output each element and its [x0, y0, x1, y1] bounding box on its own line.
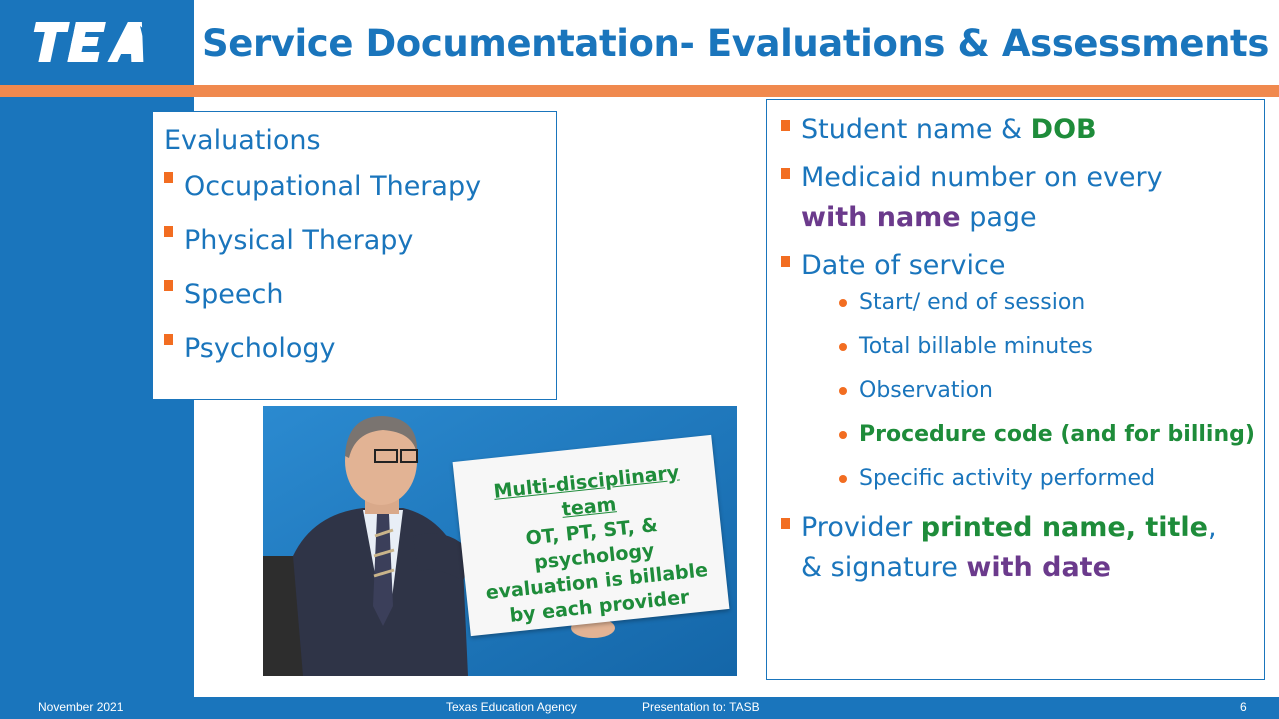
list-item: Date of service Start/ end of session To… [781, 246, 1264, 494]
list-item: Student name & DOB [781, 110, 1264, 150]
evaluations-list: Occupational Therapy Physical Therapy Sp… [164, 160, 556, 376]
sub-list-item: Specific activity performed [801, 464, 1264, 494]
round-bullet-icon [839, 387, 847, 395]
sign-board: Multi-disciplinary team OT, PT, ST, & ps… [452, 434, 730, 637]
slide-title: Service Documentation- Evaluations & Ass… [202, 22, 1269, 65]
footer-page-number: 6 [1240, 700, 1247, 714]
list-item: Psychology [164, 322, 556, 376]
tea-logo [16, 12, 186, 72]
evaluations-box: Evaluations Occupational Therapy Physica… [152, 111, 557, 400]
square-bullet-icon [781, 168, 790, 179]
round-bullet-icon [839, 299, 847, 307]
header-area [194, 0, 1279, 85]
list-item: Occupational Therapy [164, 160, 556, 214]
square-bullet-icon [164, 334, 173, 345]
evaluations-heading: Evaluations [164, 125, 321, 156]
sub-list-item: Observation [801, 376, 1264, 406]
requirements-list: Student name & DOB Medicaid number on ev… [781, 110, 1264, 588]
footer-org: Texas Education Agency [446, 700, 577, 714]
square-bullet-icon [164, 172, 173, 183]
square-bullet-icon [781, 120, 790, 131]
list-item: Physical Therapy [164, 214, 556, 268]
sub-list-item: Start/ end of session [801, 288, 1264, 318]
round-bullet-icon [839, 343, 847, 351]
presenter-photo: Multi-disciplinary team OT, PT, ST, & ps… [263, 406, 737, 676]
round-bullet-icon [839, 475, 847, 483]
sign-text: Multi-disciplinary team OT, PT, ST, & ps… [473, 458, 713, 631]
requirements-box: Student name & DOB Medicaid number on ev… [766, 99, 1265, 680]
list-item: Speech [164, 268, 556, 322]
square-bullet-icon [781, 256, 790, 267]
list-item: Provider printed name, title,& signature… [781, 508, 1264, 588]
footer-presentation: Presentation to: TASB [642, 700, 760, 714]
square-bullet-icon [164, 280, 173, 291]
sub-list-item: Procedure code (and for billing) [801, 420, 1264, 450]
orange-divider [0, 85, 1279, 97]
square-bullet-icon [164, 226, 173, 237]
sub-list: Start/ end of session Total billable min… [801, 288, 1264, 494]
sign-body: OT, PT, ST, & psychology evaluation is b… [484, 514, 709, 627]
square-bullet-icon [781, 518, 790, 529]
sub-list-item: Total billable minutes [801, 332, 1264, 362]
footer-date: November 2021 [38, 700, 124, 714]
footer: November 2021 Texas Education Agency Pre… [0, 697, 1279, 719]
round-bullet-icon [839, 431, 847, 439]
